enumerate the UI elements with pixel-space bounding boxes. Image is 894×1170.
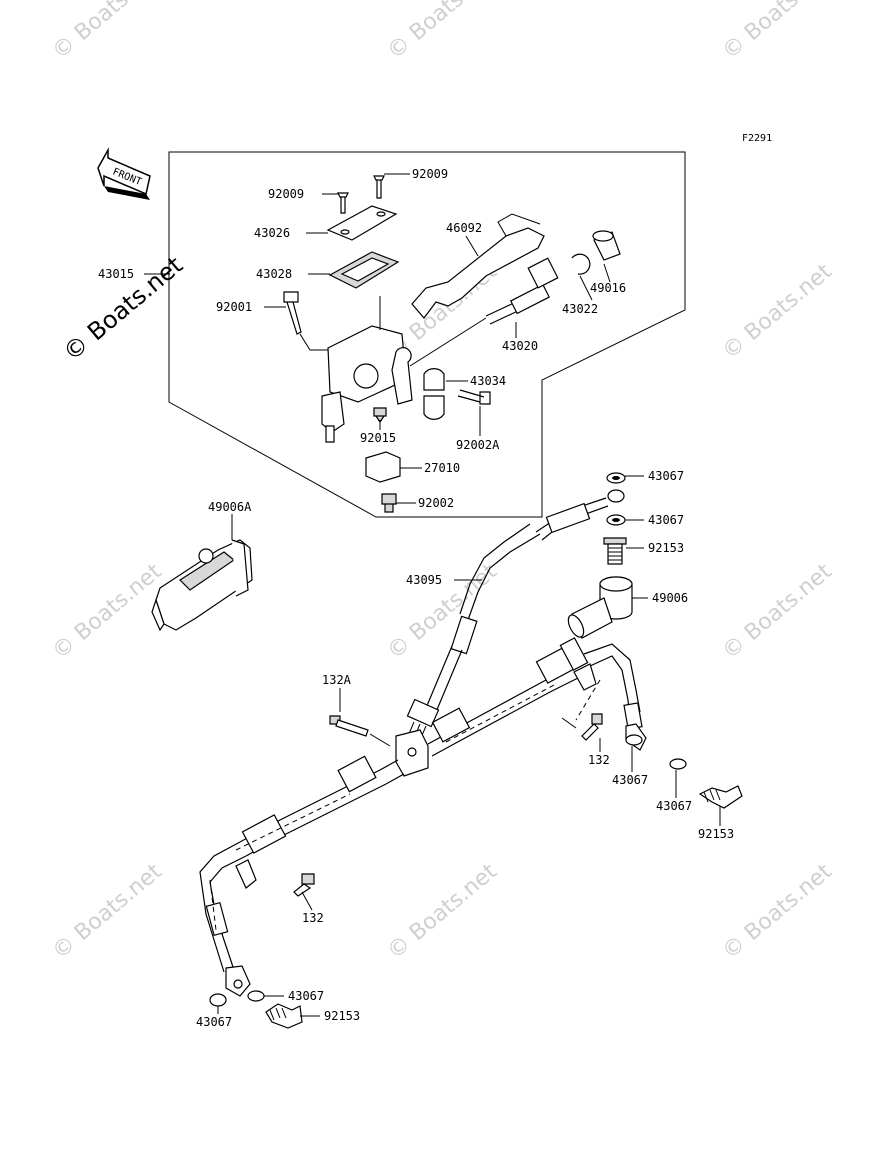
brake-lever <box>411 227 545 319</box>
callout-43067: 43067 <box>648 513 684 527</box>
callout-43034: 43034 <box>470 374 506 388</box>
callout-43067: 43067 <box>656 799 692 813</box>
callout-92153: 92153 <box>324 1009 360 1023</box>
callout-43067: 43067 <box>648 469 684 483</box>
callout-92153: 92153 <box>698 827 734 841</box>
leader-lines-upper <box>144 173 611 504</box>
brake-hose-43095 <box>406 497 609 741</box>
callout-46092: 46092 <box>446 221 482 235</box>
reservoir-cap <box>326 205 398 241</box>
callout-43067: 43067 <box>612 773 648 787</box>
callout-92009: 92009 <box>268 187 304 201</box>
callout-92153: 92153 <box>648 541 684 555</box>
watermark: © Boats.net <box>718 0 837 65</box>
callout-43095: 43095 <box>406 573 442 587</box>
master-cylinder-parts <box>283 175 621 513</box>
callout-132: 132 <box>588 753 610 767</box>
screw-92002 <box>381 493 397 513</box>
callout-43015: 43015 <box>98 267 134 281</box>
callout-43026: 43026 <box>254 226 290 240</box>
callout-27010: 27010 <box>424 461 460 475</box>
callout-92001: 92001 <box>216 300 252 314</box>
callout-132A: 132A <box>322 673 352 687</box>
watermark: © Boats.net <box>48 559 167 665</box>
lower-brake-hoses <box>199 637 743 1029</box>
screw-92015 <box>373 407 387 424</box>
callout-92002A: 92002A <box>456 438 500 452</box>
callout-92002: 92002 <box>418 496 454 510</box>
watermark: © Boats.net <box>383 0 502 65</box>
callout-43020: 43020 <box>502 339 538 353</box>
watermark: © Boats.net <box>383 559 502 665</box>
figure-code: F2291 <box>742 133 772 144</box>
clamp <box>423 368 445 391</box>
callout-49016: 49016 <box>590 281 626 295</box>
bolt-92002A <box>457 389 491 405</box>
piston-kit <box>485 257 559 325</box>
front-arrow-icon: FRONT <box>97 147 151 200</box>
caliper-assembly-49006A <box>151 514 253 632</box>
watermarks: © Boats.net © Boats.net © Boats.net © Bo… <box>48 0 837 965</box>
callout-92009: 92009 <box>412 167 448 181</box>
bolt-92001 <box>283 291 302 335</box>
watermark: © Boats.net <box>48 0 167 65</box>
screw-92009-top <box>373 175 385 199</box>
screw-92009-left <box>337 192 349 214</box>
watermark: © Boats.net <box>48 859 167 965</box>
watermark: © Boats.net <box>718 859 837 965</box>
watermark: © Boats.net <box>718 259 837 365</box>
watermark: © Boats.net <box>718 559 837 665</box>
callout-132: 132 <box>302 911 324 925</box>
callout-43067: 43067 <box>288 989 324 1003</box>
circlip <box>571 253 591 275</box>
watermark: © Boats.net <box>383 859 502 965</box>
brake-switch <box>365 451 401 483</box>
callout-labels: 92009 92009 43026 46092 43028 43015 9200… <box>98 167 734 1029</box>
master-cylinder-assembly-boundary <box>168 151 686 518</box>
callout-92015: 92015 <box>360 431 396 445</box>
leader-lines-lower <box>217 688 721 1017</box>
callout-43022: 43022 <box>562 302 598 316</box>
callout-43067: 43067 <box>196 1015 232 1029</box>
upper-banjo-fittings <box>567 472 648 639</box>
callout-49006A: 49006A <box>208 500 252 514</box>
callout-49006: 49006 <box>652 591 688 605</box>
callout-43028: 43028 <box>256 267 292 281</box>
